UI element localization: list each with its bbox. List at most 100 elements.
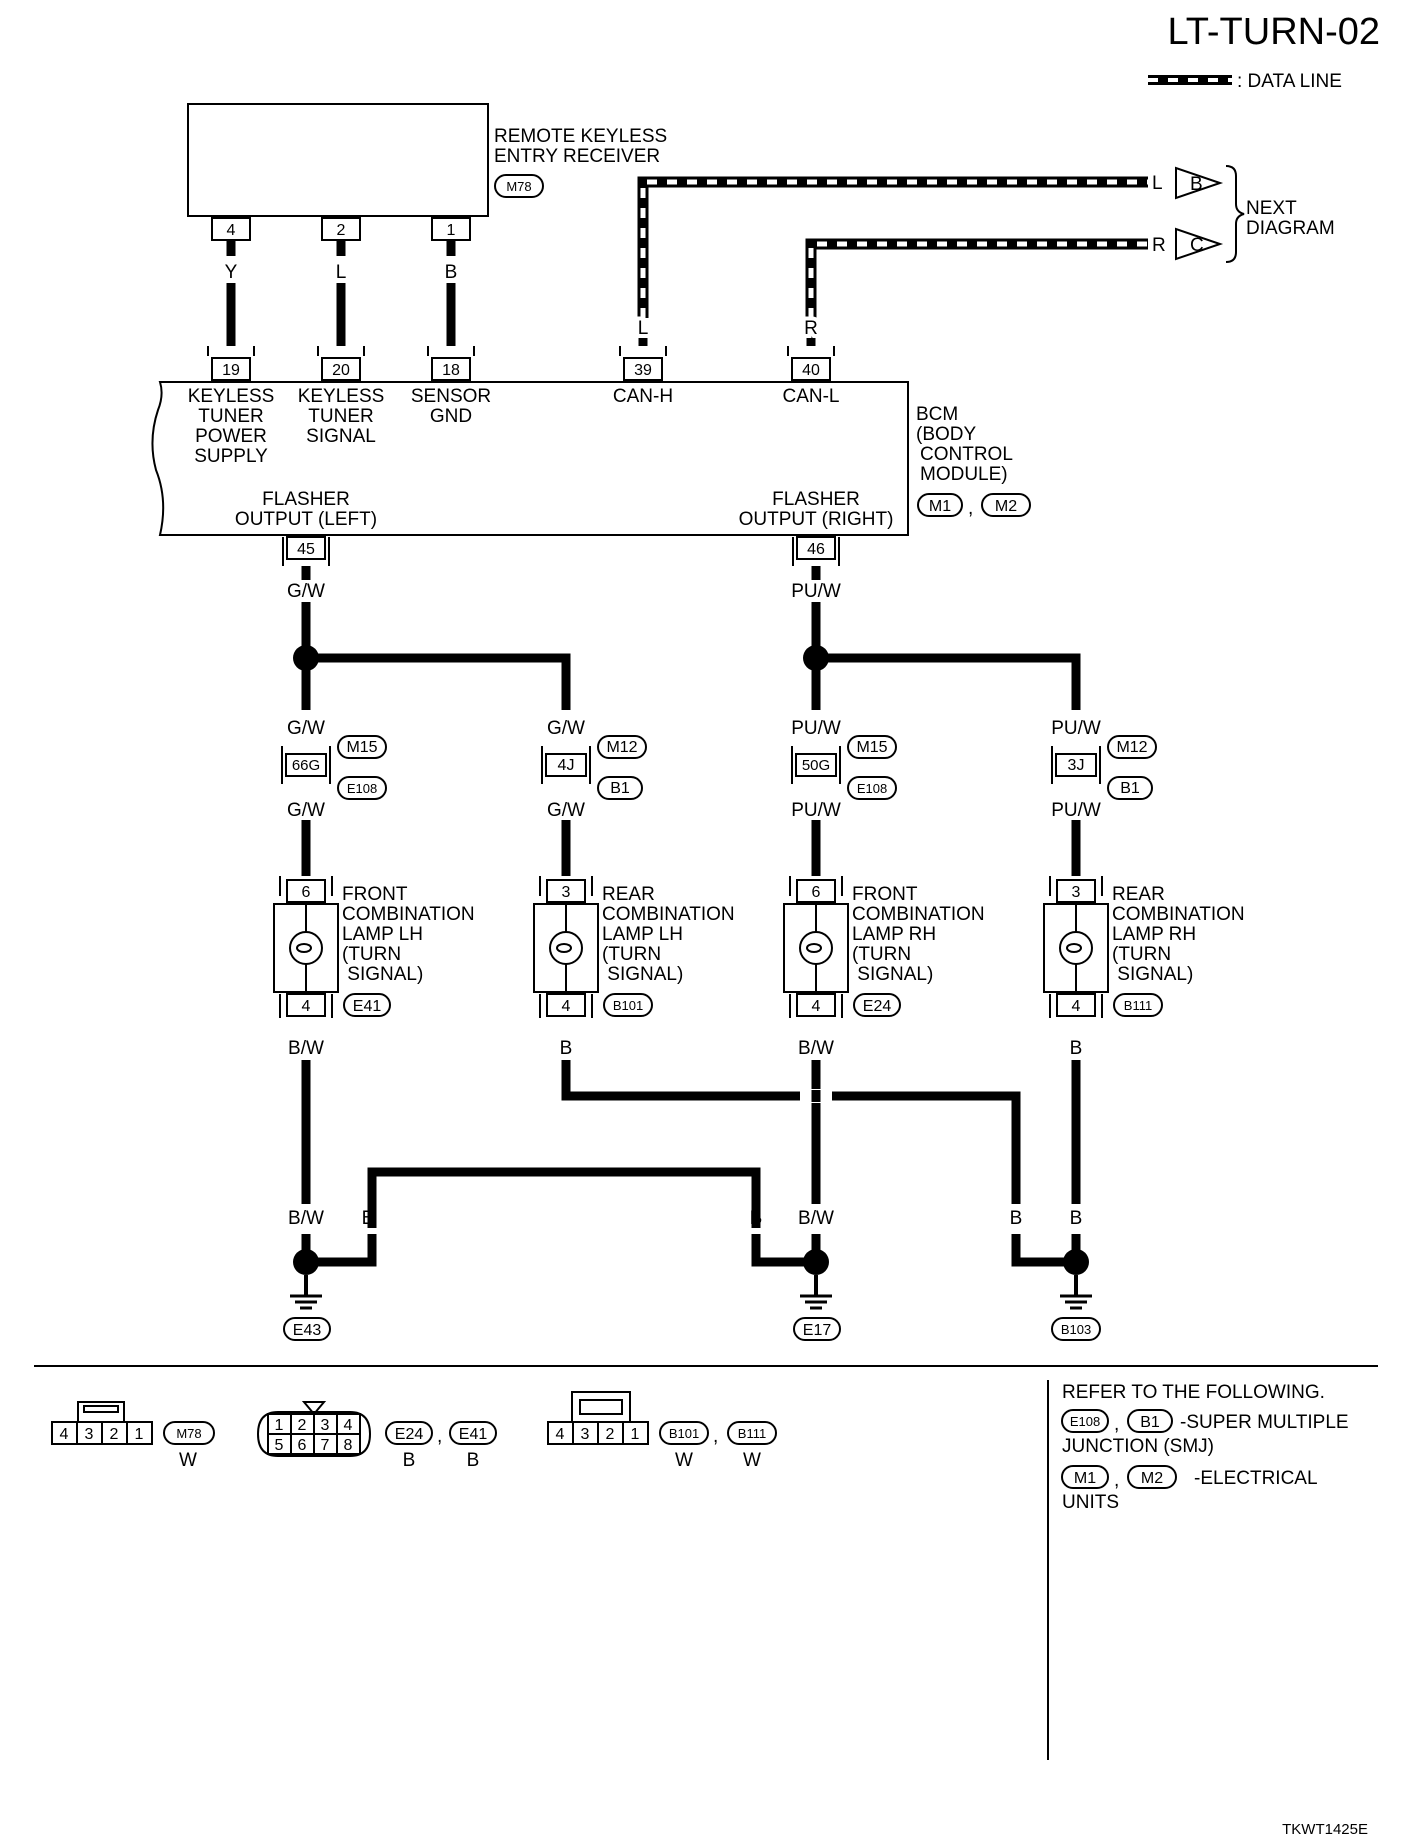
svg-text:B: B [467,1450,480,1471]
data-line-legend-label: : DATA LINE [1237,71,1342,92]
rke-name-line2: ENTRY RECEIVER [494,146,660,167]
svg-text:5: 5 [275,1437,284,1454]
lamp-bulb-icon [289,931,323,965]
svg-text:G/W: G/W [287,800,325,821]
connector-view-b101-b111: 4 3 2 1 B101 , B111 W W [547,1391,777,1471]
svg-text:M1: M1 [929,498,951,515]
refer-section: REFER TO THE FOLLOWING. E108 , B1 -SUPER… [1061,1382,1349,1513]
wire-color-l: L [336,262,347,283]
bcm-pin20-label-1: KEYLESS [298,386,385,407]
bcm-pin-20: 20 [321,357,361,381]
svg-text:,: , [713,1426,718,1447]
svg-text:M12: M12 [1116,739,1147,756]
svg-text:4: 4 [562,998,571,1015]
svg-text:LAMP LH: LAMP LH [602,924,683,945]
splice-left [293,645,319,671]
svg-text:(TURN: (TURN [602,944,661,965]
wire-b-lamp-rear-lh: B [560,1038,573,1059]
svg-text:3: 3 [581,1426,590,1443]
rke-pin-4: 4 [211,217,251,241]
svg-text:E17: E17 [803,1322,832,1339]
next-c-label: C [1190,235,1204,256]
rke-name-line1: REMOTE KEYLESS [494,126,667,147]
svg-text:3: 3 [85,1426,94,1443]
flasher-wires [301,566,1081,710]
junction-4j: G/W 4J M12 B1 G/W [541,718,647,821]
svg-text:M78: M78 [176,1426,201,1441]
svg-text:B1: B1 [1120,780,1140,797]
svg-text:3: 3 [562,884,571,901]
bcm-pin18-label-2: GND [430,406,472,427]
bcm-pin-45: 45 [282,536,330,566]
svg-text:UNITS: UNITS [1062,1492,1119,1513]
svg-text:COMBINATION: COMBINATION [342,904,475,925]
svg-text:M12: M12 [606,739,637,756]
ground-wire-b-b103-left: B [1010,1208,1023,1229]
bcm-module [151,381,909,536]
ground-wire-b-b103-right: B [1070,1208,1083,1229]
svg-text:39: 39 [634,362,652,379]
svg-text:1: 1 [631,1426,640,1443]
junction-50g: PU/W 50G M15 E108 PU/W [791,718,897,821]
svg-text:6: 6 [302,884,311,901]
svg-text:E24: E24 [395,1426,424,1443]
svg-text:M15: M15 [856,739,887,756]
svg-text:19: 19 [222,362,240,379]
svg-text:6: 6 [812,884,821,901]
wire-color-b: B [445,262,458,283]
svg-text:W: W [675,1450,693,1471]
rke-pin-2: 2 [321,217,361,241]
can-h-wire-bg: L [638,318,649,339]
next-diagram-arrow-c: C [1175,227,1224,261]
bcm-flasher-left-2: OUTPUT (LEFT) [235,509,377,530]
can-l-wire-color: R [804,318,818,339]
bcm-flasher-right-2: OUTPUT (RIGHT) [739,509,894,530]
bcm-pin19-label-4: SUPPLY [194,446,268,467]
next-diagram-arrow-b: B [1175,166,1224,200]
svg-text:PU/W: PU/W [1051,718,1101,739]
svg-text:2: 2 [298,1417,307,1434]
bcm-pin19-label-2: TUNER [198,406,263,427]
svg-text:W: W [743,1450,761,1471]
bcm-pin19-label-1: KEYLESS [188,386,275,407]
bcm-connector-comma: , [968,498,973,519]
svg-text:40: 40 [802,362,820,379]
svg-text:SIGNAL): SIGNAL) [342,964,423,985]
svg-text:3: 3 [321,1417,330,1434]
bcm-name-3: CONTROL [920,444,1013,465]
svg-text:B103: B103 [1061,1322,1091,1337]
svg-text:,: , [437,1426,442,1447]
junction-66g: G/W 66G M15 E108 G/W [281,718,387,821]
ground-wire-b-e43: B [362,1208,375,1229]
svg-text:E41: E41 [459,1426,488,1443]
svg-text:1: 1 [275,1417,284,1434]
svg-text:E108: E108 [347,781,377,796]
svg-text:PU/W: PU/W [791,718,841,739]
svg-text:4: 4 [344,1417,353,1434]
wire-b-lamp-rear-rh: B [1070,1038,1083,1059]
svg-text:E41: E41 [353,998,382,1015]
svg-text:G/W: G/W [547,718,585,739]
wire-bw-lamp-front-lh: B/W [288,1038,324,1059]
svg-text:FRONT: FRONT [852,884,918,905]
rke-wires [226,240,456,346]
svg-text:COMBINATION: COMBINATION [602,904,735,925]
next-wire-r: R [1152,235,1166,256]
svg-text:E108: E108 [857,781,887,796]
svg-text:COMBINATION: COMBINATION [1112,904,1245,925]
bcm-pin20-label-2: TUNER [308,406,373,427]
can-h-data-line [637,176,1148,318]
svg-text:SIGNAL): SIGNAL) [602,964,683,985]
svg-text:4: 4 [60,1426,69,1443]
wire-bw-lamp-front-rh: B/W [798,1038,834,1059]
svg-text:REAR: REAR [602,884,655,905]
ground-e17: E17 [793,1249,841,1341]
next-diagram-line2: DIAGRAM [1246,218,1335,239]
footer-code: TKWT1425E [1282,1821,1368,1838]
svg-text:3J: 3J [1068,757,1085,774]
wire-gw-bcm: G/W [287,581,325,602]
svg-text:,: , [1114,1470,1119,1491]
svg-text:SIGNAL): SIGNAL) [1112,964,1193,985]
svg-text:4: 4 [1072,998,1081,1015]
